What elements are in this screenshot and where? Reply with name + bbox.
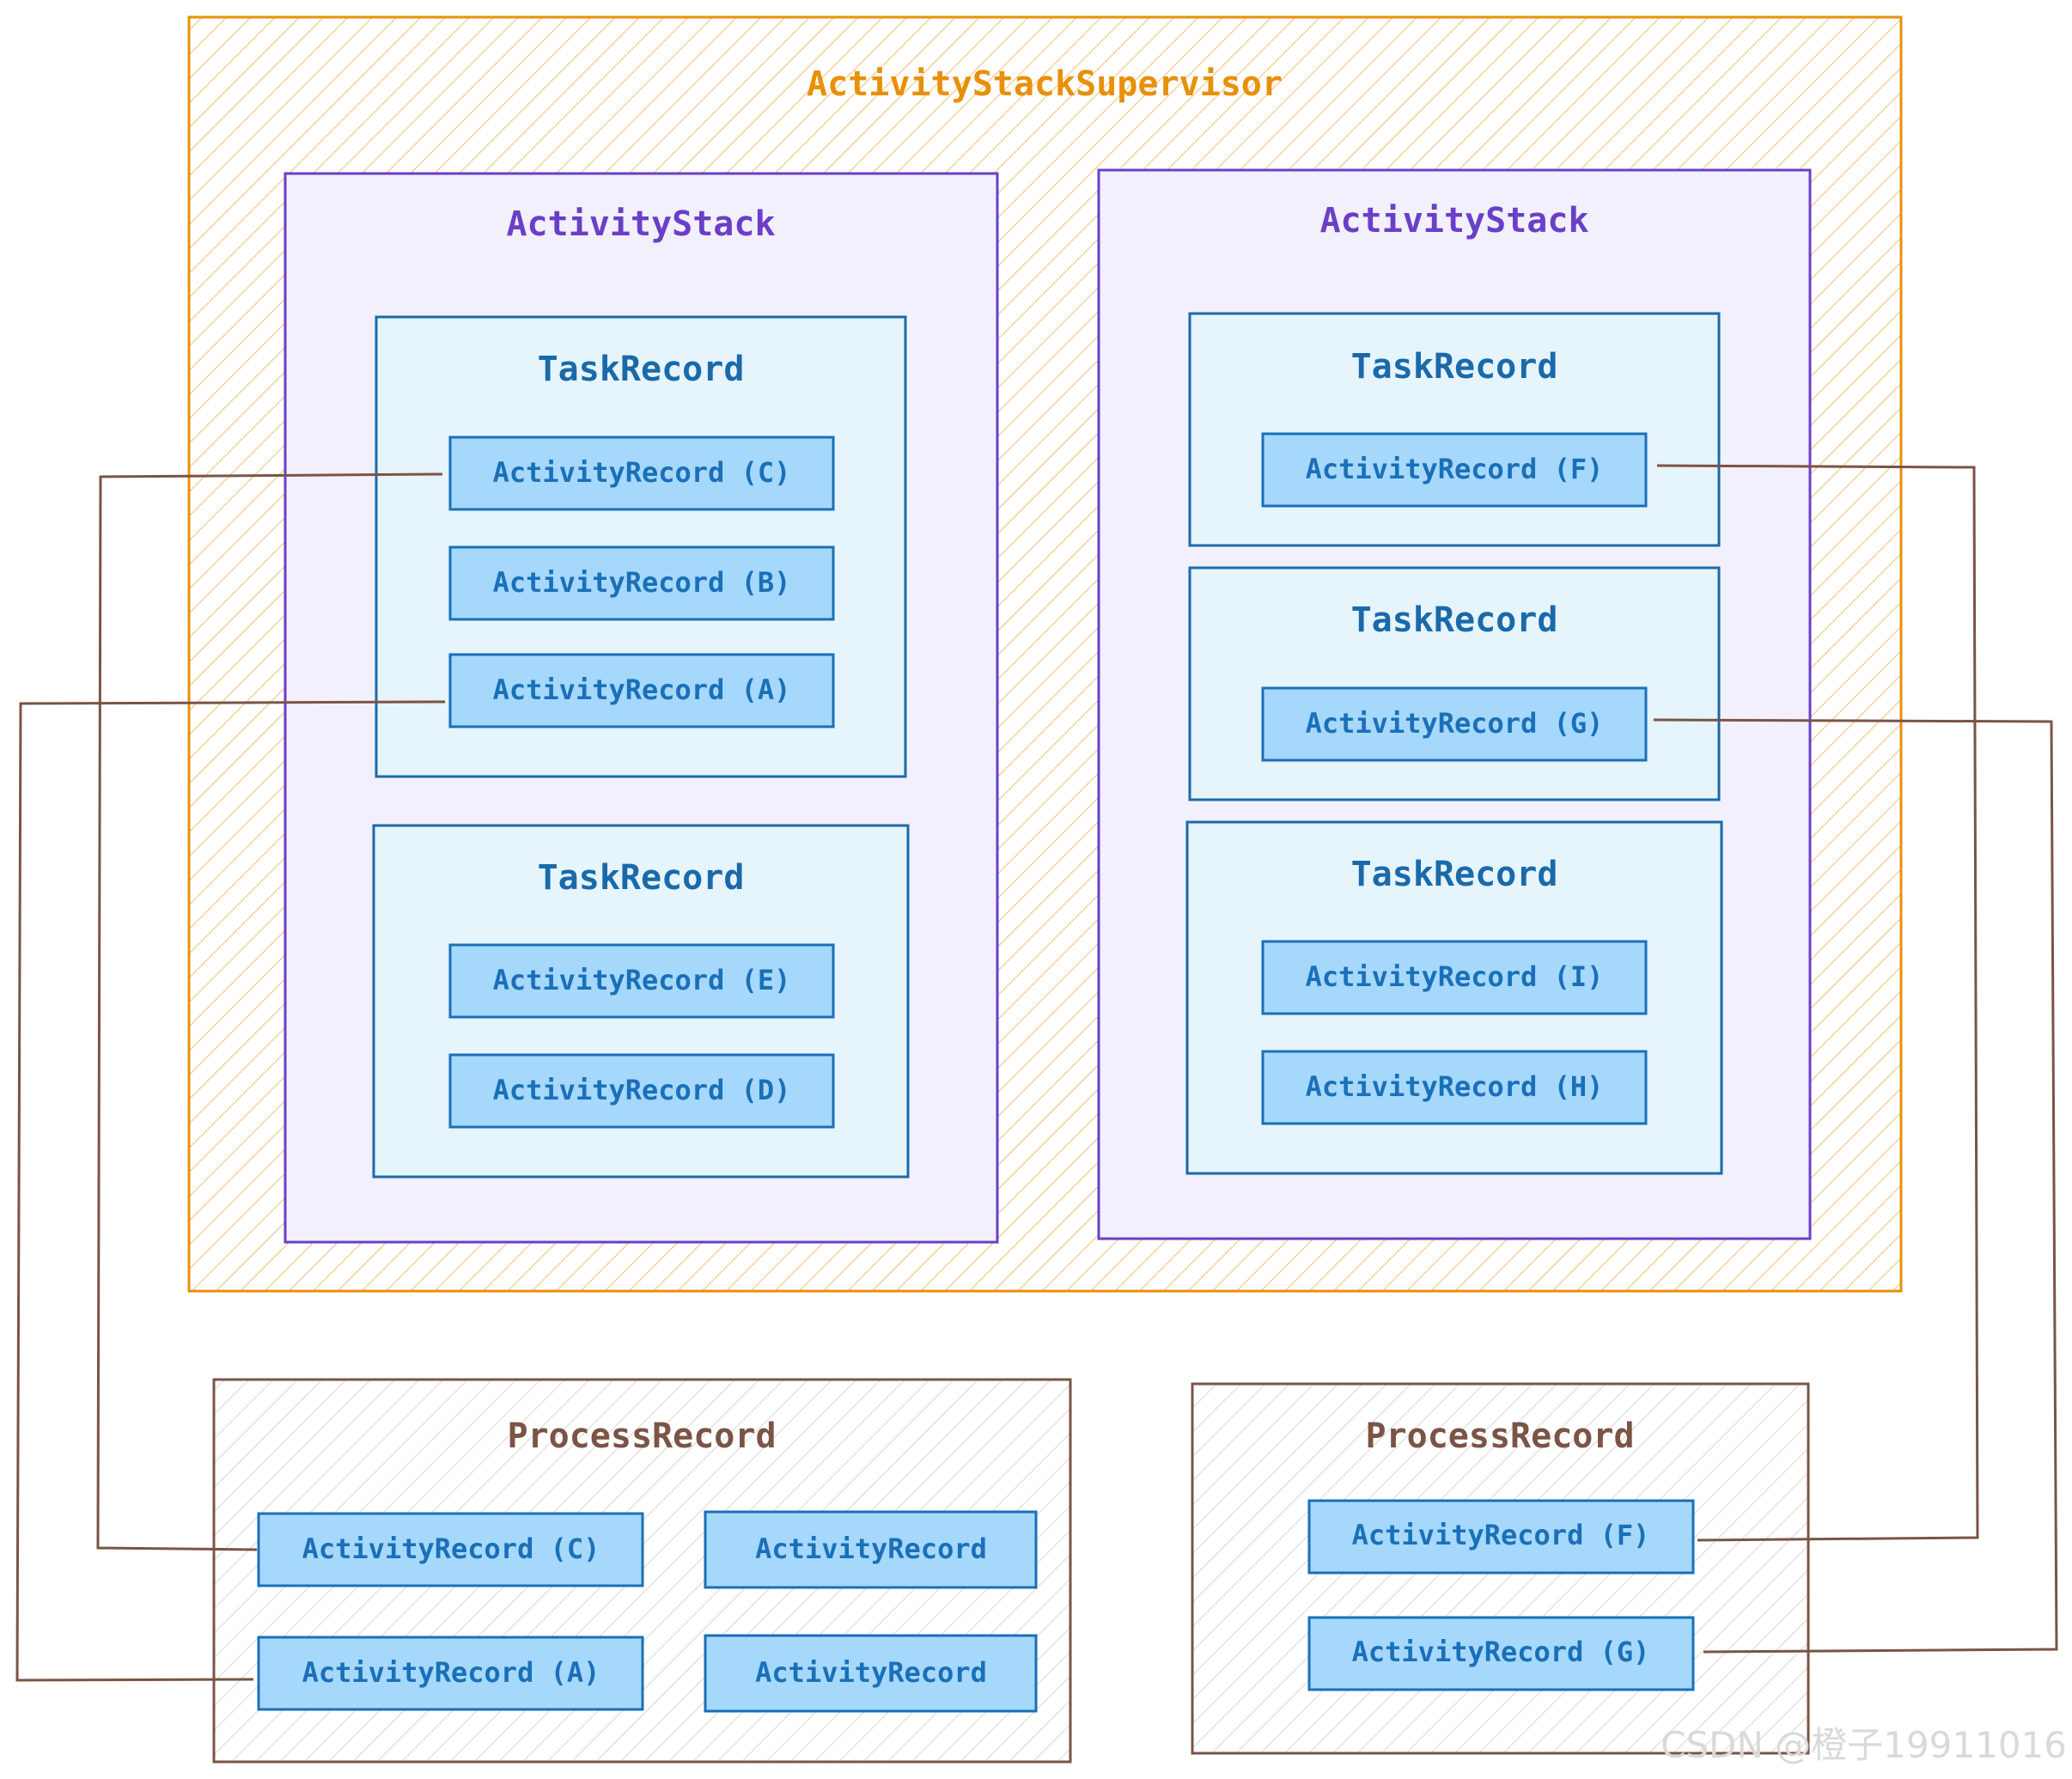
supervisor-label: ActivityStackSupervisor (807, 64, 1283, 104)
connector-f (1656, 464, 1979, 1542)
connector-c (96, 472, 443, 1551)
task-record-label: TaskRecord (538, 858, 745, 898)
process-record-left: ProcessRecord ActivityRecord (C) Activit… (212, 1378, 1072, 1764)
process-activity-record[interactable]: ActivityRecord (704, 1510, 1038, 1589)
watermark: CSDN @橙子19911016 (1661, 1724, 2067, 1766)
activity-stack-left: ActivityStack TaskRecord ActivityRecord … (283, 172, 999, 1244)
process-record-label: ProcessRecord (507, 1416, 776, 1456)
process-activity-record-g[interactable]: ActivityRecord (G) (1307, 1616, 1695, 1691)
activity-record-e[interactable]: ActivityRecord (E) (448, 943, 835, 1019)
connector-a (15, 700, 446, 1682)
activity-record-d[interactable]: ActivityRecord (D) (448, 1053, 835, 1129)
process-activity-record-c[interactable]: ActivityRecord (C) (257, 1512, 644, 1587)
activity-record-g[interactable]: ActivityRecord (G) (1261, 686, 1648, 762)
activity-record-label: ActivityRecord (E) (493, 964, 791, 996)
activity-record-label: ActivityRecord (A) (493, 673, 791, 706)
process-record-label: ProcessRecord (1365, 1416, 1634, 1456)
process-activity-record-f[interactable]: ActivityRecord (F) (1307, 1499, 1695, 1575)
activity-record-label: ActivityRecord (F) (1352, 1519, 1650, 1551)
activity-record-label: ActivityRecord (755, 1656, 987, 1689)
task-record-label: TaskRecord (1351, 347, 1558, 387)
activity-record-label: ActivityRecord (G) (1352, 1636, 1650, 1668)
task-record: TaskRecord ActivityRecord (F) (1188, 312, 1721, 547)
activity-record-i[interactable]: ActivityRecord (I) (1261, 940, 1648, 1015)
connector-g (1653, 718, 2058, 1654)
activity-stack-label: ActivityStack (506, 204, 775, 244)
activity-stack-right: ActivityStack TaskRecord ActivityRecord … (1097, 168, 1812, 1240)
process-record-right: ProcessRecord ActivityRecord (F) Activit… (1191, 1382, 1810, 1755)
process-activity-record-a[interactable]: ActivityRecord (A) (257, 1636, 644, 1711)
task-record: TaskRecord ActivityRecord (C) ActivityRe… (375, 315, 907, 778)
task-record: TaskRecord ActivityRecord (I) ActivityRe… (1185, 820, 1723, 1175)
activity-record-label: ActivityRecord (A) (302, 1656, 600, 1689)
task-record-label: TaskRecord (538, 350, 745, 389)
activity-record-c[interactable]: ActivityRecord (C) (448, 436, 835, 511)
activity-record-b[interactable]: ActivityRecord (B) (448, 545, 835, 621)
activity-record-label: ActivityRecord (H) (1306, 1070, 1604, 1103)
task-record: TaskRecord ActivityRecord (E) ActivityRe… (372, 824, 910, 1179)
activity-stack-label: ActivityStack (1319, 201, 1588, 241)
activity-record-label: ActivityRecord (I) (1306, 960, 1604, 993)
task-record: TaskRecord ActivityRecord (G) (1188, 566, 1721, 801)
activity-record-label: ActivityRecord (755, 1532, 987, 1565)
activity-record-label: ActivityRecord (C) (493, 456, 791, 489)
activity-record-label: ActivityRecord (C) (302, 1532, 600, 1565)
activity-record-label: ActivityRecord (B) (493, 566, 791, 599)
activity-record-label: ActivityRecord (F) (1306, 453, 1604, 485)
activity-record-h[interactable]: ActivityRecord (H) (1261, 1050, 1648, 1125)
task-record-label: TaskRecord (1351, 600, 1558, 640)
activity-record-label: ActivityRecord (D) (493, 1074, 791, 1106)
task-record-label: TaskRecord (1351, 855, 1558, 894)
activity-record-a[interactable]: ActivityRecord (A) (448, 653, 835, 728)
activity-record-label: ActivityRecord (G) (1306, 707, 1604, 740)
connectors (15, 464, 2058, 1682)
activity-record-f[interactable]: ActivityRecord (F) (1261, 432, 1648, 508)
process-activity-record[interactable]: ActivityRecord (704, 1634, 1038, 1713)
